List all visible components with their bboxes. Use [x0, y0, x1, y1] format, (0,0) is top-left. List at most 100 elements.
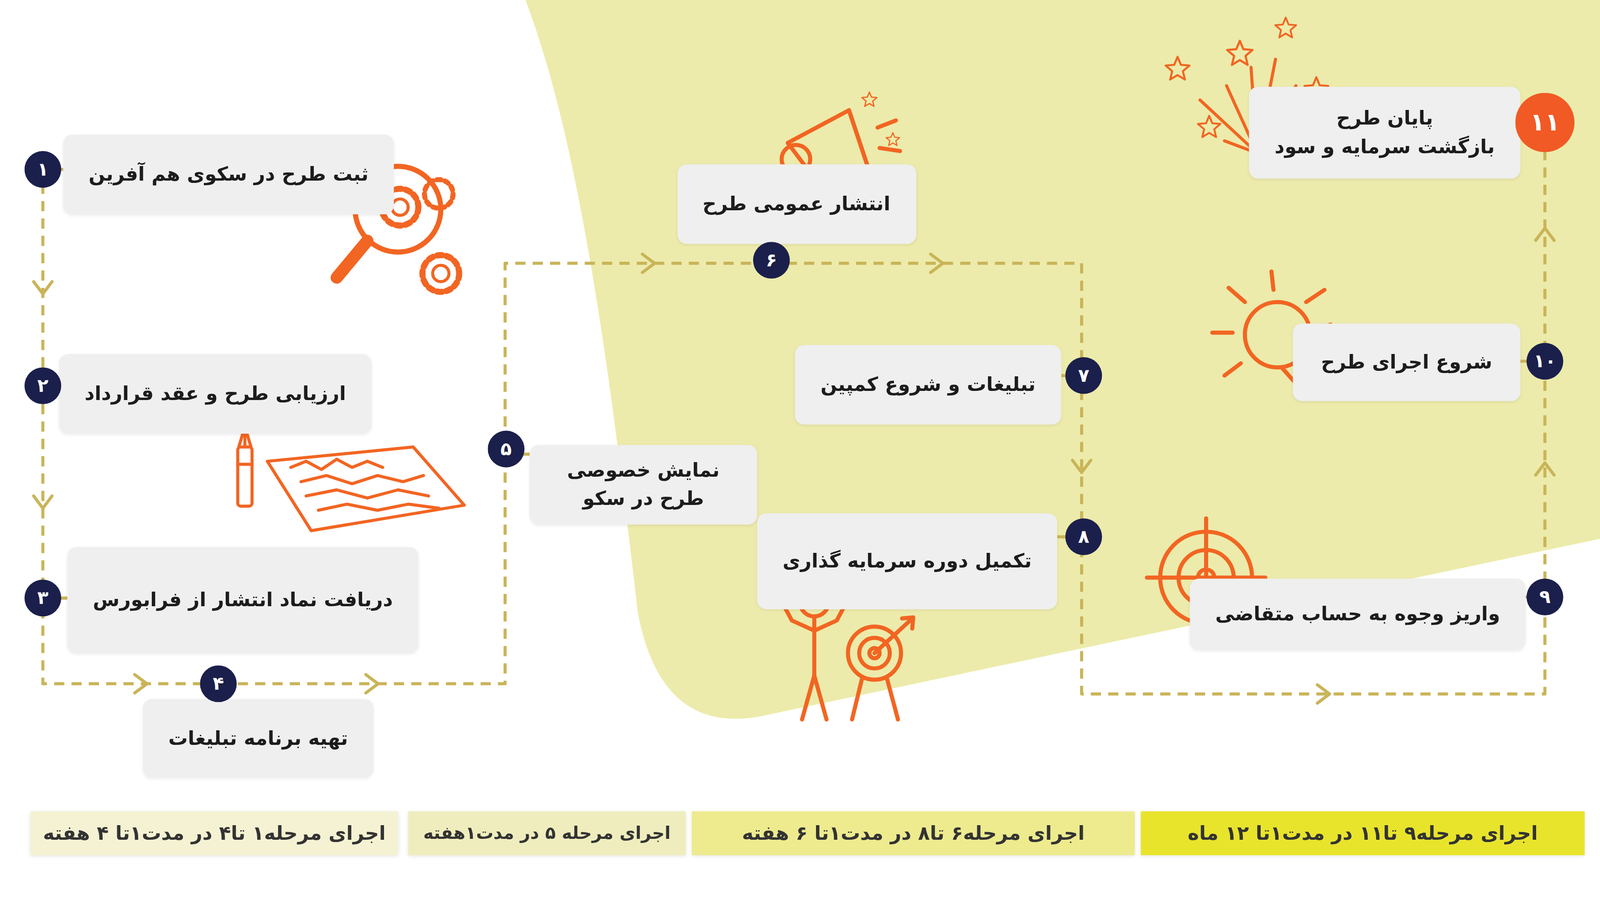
lightbulb-icon — [1212, 330, 1233, 335]
megaphone-icon — [787, 110, 870, 172]
flow-connector — [1520, 361, 1554, 598]
person-target-icon — [886, 677, 899, 720]
callout-number-text: ۴ — [212, 674, 224, 693]
step-box: تکمیل دوره سرمایه گذاری — [757, 513, 1058, 609]
arrow-head — [33, 281, 52, 294]
fireworks-icon — [1275, 17, 1297, 38]
arrow-head — [642, 254, 655, 273]
callout-number-text: ۵ — [500, 439, 512, 458]
magnifier-icon — [336, 240, 368, 278]
contract-icon — [318, 503, 439, 510]
dashed-line — [504, 244, 772, 455]
step-text: ثبت طرح در سکوی هم آفرین — [88, 160, 369, 189]
arrow-head — [1535, 228, 1554, 241]
callout-number: ۲ — [24, 367, 62, 405]
callout-number: ۴ — [200, 665, 238, 703]
step-box: پایان طرحبازگشت سرمایه و سود — [1248, 86, 1521, 179]
step-subtext: بازگشت سرمایه و سود — [1274, 132, 1496, 162]
contract-icon — [237, 462, 252, 467]
magnifier-icon — [424, 179, 454, 209]
contract-icon — [290, 459, 383, 470]
arrow-head — [1317, 684, 1330, 703]
person-target-icon — [812, 617, 817, 676]
timeline-band: اجرای مرحله۶ تا۸ در مدت۱تا ۶ هفته — [691, 811, 1135, 856]
lightbulb-icon — [1228, 287, 1246, 302]
callout-number-text: ۶ — [765, 250, 778, 270]
arrow-head — [134, 674, 147, 693]
megaphone-icon — [879, 147, 901, 151]
flow-connector — [33, 169, 64, 386]
band-text: اجرای مرحله۹ تا۱۱ در مدت۱تا ۱۲ ماه — [1187, 819, 1538, 848]
step-text: تهیه برنامه تبلیغات — [168, 724, 349, 753]
arrow-head — [1072, 460, 1091, 473]
callout-number-text: ۷ — [1078, 366, 1090, 385]
megaphone-icon — [886, 132, 900, 146]
step-text: تکمیل دوره سرمایه گذاری — [782, 547, 1032, 576]
megaphone-icon — [848, 110, 870, 172]
person-target-icon — [801, 675, 815, 720]
lightbulb-icon — [1306, 289, 1325, 302]
step-text: تبلیغات و شروع کمپین — [820, 370, 1036, 400]
lightbulb-icon — [1224, 363, 1242, 376]
step-box: شروع اجرای طرح — [1293, 323, 1521, 401]
magnifier-icon — [432, 265, 450, 282]
timeline-band: اجرای مرحله۱ تا۴ در مدت۱تا ۴ هفته — [30, 811, 398, 856]
step-text: نمایش خصوصی طرح در سکو — [554, 456, 733, 513]
step-box: ارزیابی طرح و عقد قرارداد — [59, 353, 372, 434]
fireworks-icon — [1226, 40, 1253, 65]
flow-connector — [1520, 127, 1554, 362]
flow-connector — [504, 244, 772, 455]
person-target-icon — [874, 619, 912, 654]
step-text: واریز وجوه به حساب متقاضی — [1215, 600, 1501, 629]
step-box: تهیه برنامه تبلیغات — [142, 699, 374, 778]
step-box: واریز وجوه به حساب متقاضی — [1189, 578, 1526, 651]
callout-number: ۱۱ — [1515, 93, 1575, 153]
band-text: اجرای مرحله۱ تا۴ در مدت۱تا ۴ هفته — [42, 819, 386, 848]
person-target-icon — [902, 617, 914, 629]
contract-icon — [237, 423, 465, 531]
dashed-line — [42, 169, 64, 386]
callout-number: ۱ — [24, 150, 62, 188]
timeline-band: اجرای مرحله ۵ در مدت۱هفته — [408, 811, 686, 856]
callout-number-text: ۹ — [1539, 587, 1551, 607]
callout-number: ۷ — [1065, 357, 1103, 395]
callout-number-text: ۸ — [1078, 527, 1090, 546]
fireworks-icon — [1165, 57, 1190, 80]
lightbulb-icon — [1271, 271, 1274, 290]
callout-number-text: ۱ — [37, 160, 49, 179]
dashed-line — [1520, 361, 1545, 598]
step-box: انتشار عمومی طرح — [676, 164, 916, 245]
magnifier-icon — [391, 198, 409, 216]
callout-number-text: ۱۰ — [1533, 352, 1557, 371]
step-text: شروع اجرای طرح — [1320, 348, 1493, 377]
step-box: ثبت طرح در سکوی هم آفرین — [63, 134, 395, 215]
callout-number: ۳ — [24, 579, 62, 617]
callout-number: ۸ — [1065, 518, 1103, 556]
step-text: پایان طرح — [1336, 104, 1434, 133]
contract-icon — [306, 489, 429, 499]
callout-number: ۵ — [487, 430, 525, 468]
arrow-head — [930, 254, 943, 273]
arrow-head — [1535, 462, 1554, 476]
timeline-band: اجرای مرحله۹ تا۱۱ در مدت۱تا ۱۲ ماه — [1140, 811, 1585, 856]
flow-connector — [1057, 536, 1545, 704]
dashed-line — [1520, 127, 1545, 362]
megaphone-icon — [781, 92, 901, 174]
step-text: دریافت نماد انتشار از فرابورس — [93, 586, 394, 615]
callout-number-text: ۳ — [37, 588, 49, 608]
person-target-icon — [814, 675, 827, 720]
contract-icon — [237, 446, 252, 507]
step-box: دریافت نماد انتشار از فرابورس — [67, 546, 419, 654]
dashed-line — [1057, 536, 1545, 695]
fireworks-icon — [1198, 115, 1221, 138]
person-target-icon — [851, 677, 863, 720]
background-blob — [525, 0, 1600, 719]
callout-number-text: ۱۱ — [1529, 110, 1560, 136]
callout-number: ۱۰ — [1526, 342, 1564, 380]
step-box: نمایش خصوصی طرح در سکو — [529, 444, 758, 525]
arrow-head — [33, 495, 52, 509]
band-text: اجرای مرحله۶ تا۸ در مدت۱تا ۶ هفته — [742, 819, 1085, 848]
megaphone-icon — [862, 92, 878, 107]
band-text: اجرای مرحله ۵ در مدت۱هفته — [423, 820, 671, 846]
callout-number: ۹ — [1526, 578, 1564, 616]
